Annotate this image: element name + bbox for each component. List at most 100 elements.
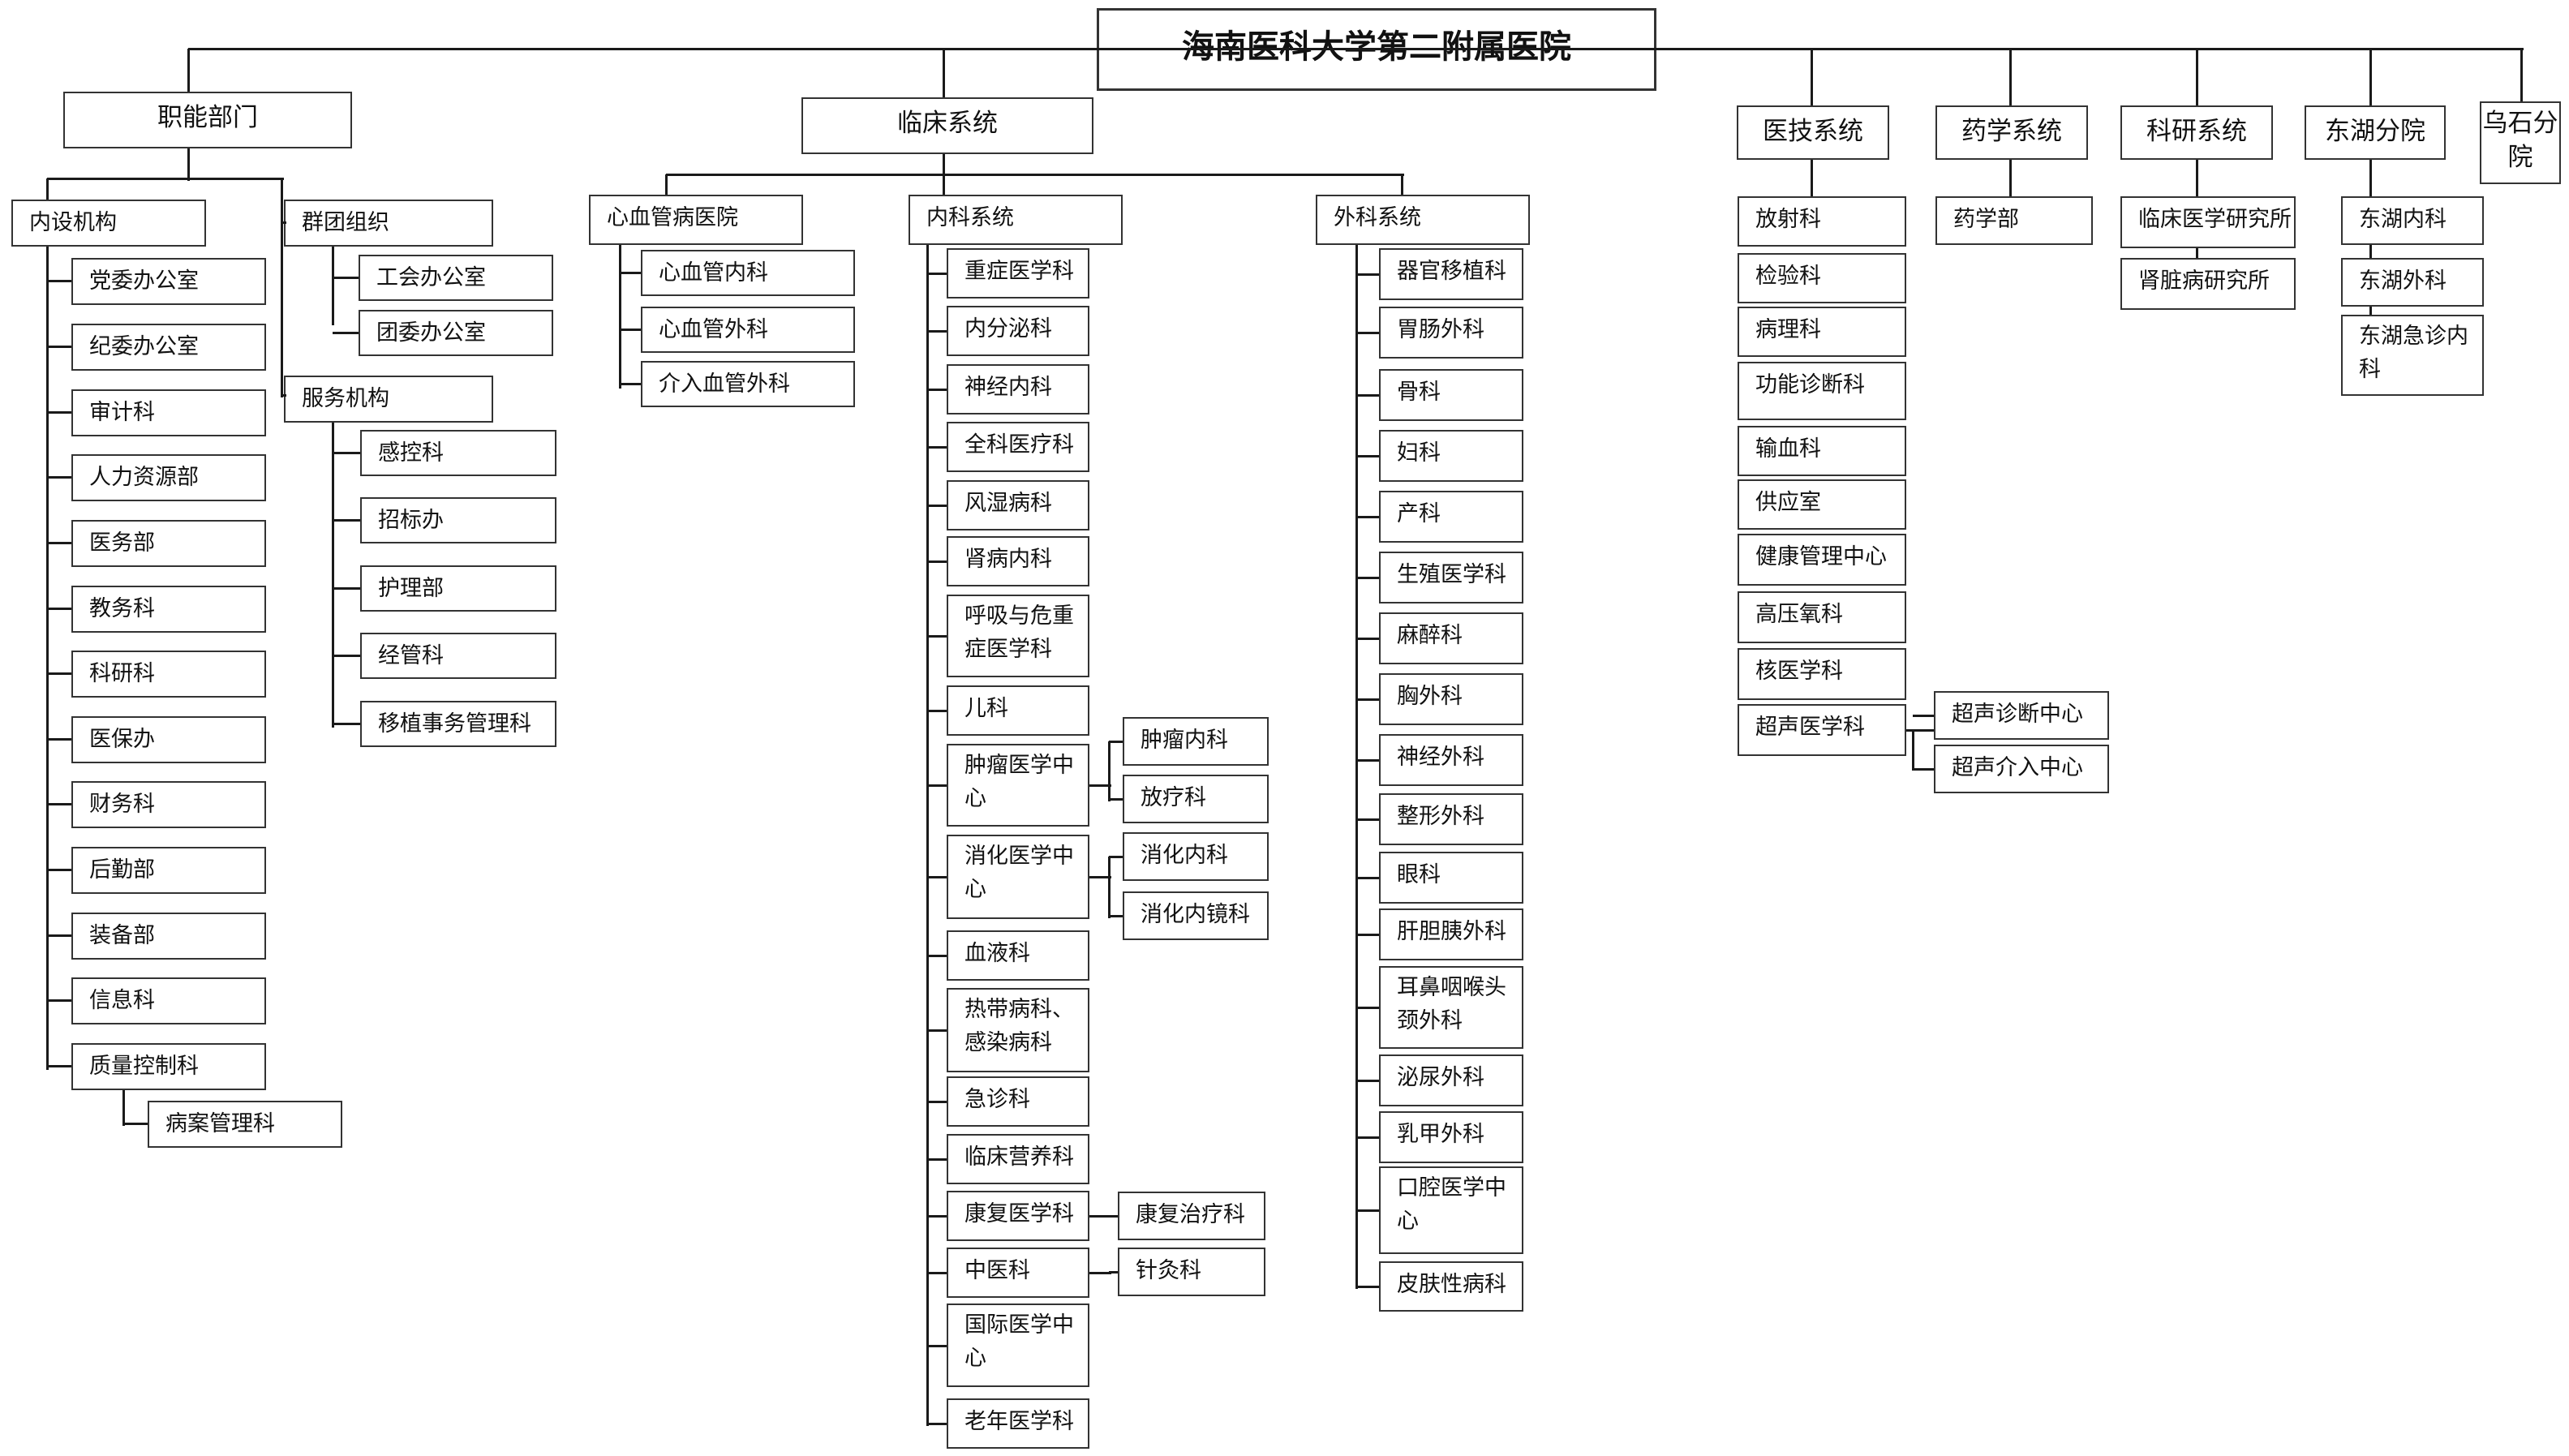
connector-line — [2369, 49, 2372, 108]
dept-information: 信息科 — [71, 977, 266, 1024]
connector-line — [281, 221, 286, 224]
connector-line — [1356, 759, 1381, 762]
dept-orthopedics: 骨科 — [1379, 369, 1523, 421]
connector-line — [943, 49, 945, 100]
connector-line — [1356, 1007, 1381, 1009]
connector-line — [333, 519, 363, 522]
connector-line — [47, 1065, 74, 1067]
connector-line — [1356, 638, 1381, 640]
dept-radiotherapy: 放疗科 — [1123, 775, 1269, 823]
connector-line — [47, 869, 74, 871]
connector-line — [927, 1029, 949, 1032]
connector-line — [1109, 915, 1125, 917]
dept-pharmacy: 药学部 — [1935, 196, 2093, 245]
connector-line — [620, 272, 643, 274]
connector-line — [2369, 160, 2372, 199]
branch-medical-technology: 医技系统 — [1737, 105, 1889, 160]
connector-line — [927, 446, 949, 449]
connector-line — [1356, 516, 1381, 518]
dept-tropical-infectious-disease: 热带病科、感染病科 — [947, 988, 1089, 1072]
dept-quality-control: 质量控制科 — [71, 1043, 266, 1090]
connector-line — [1089, 784, 1111, 787]
connector-line — [47, 803, 74, 805]
dept-geriatrics: 老年医学科 — [947, 1398, 1089, 1449]
dept-donghu-emergency-internal: 东湖急诊内科 — [2341, 315, 2484, 396]
connector-line — [2520, 49, 2523, 104]
connector-line — [1109, 741, 1125, 743]
connector-line — [47, 178, 284, 180]
center-gastroenterology: 消化医学中心 — [947, 835, 1089, 919]
dept-medical-affairs: 医务部 — [71, 520, 266, 567]
connector-line — [927, 784, 949, 787]
connector-line — [1356, 698, 1381, 701]
connector-line — [1356, 934, 1381, 936]
dept-cardiac-surgery: 心血管外科 — [641, 307, 855, 353]
connector-line — [1811, 49, 1813, 108]
dept-equipment: 装备部 — [71, 913, 266, 960]
branch-donghu-branch: 东湖分院 — [2305, 105, 2446, 160]
dept-education: 教务科 — [71, 586, 266, 633]
connector-line — [2009, 49, 2012, 108]
connector-line — [2196, 248, 2198, 260]
dept-business-management: 经管科 — [360, 633, 556, 679]
connector-line — [927, 876, 949, 878]
connector-line — [47, 280, 74, 282]
connector-line — [332, 423, 334, 728]
connector-line — [47, 411, 74, 414]
center-stomatology: 口腔医学中心 — [1379, 1166, 1523, 1254]
connector-line — [187, 49, 190, 94]
center-ultrasound-intervention: 超声介入中心 — [1934, 745, 2109, 793]
dept-rehab-therapy: 康复治疗科 — [1118, 1192, 1265, 1240]
dept-neurology: 神经内科 — [947, 364, 1089, 414]
connector-line — [47, 738, 74, 741]
connector-line — [1109, 1271, 1120, 1273]
branch-functional-departments: 职能部门 — [63, 92, 352, 148]
dept-endocrinology: 内分泌科 — [947, 306, 1089, 356]
dept-radiology: 放射科 — [1738, 196, 1906, 247]
connector-line — [1356, 332, 1381, 334]
connector-line — [927, 1272, 949, 1274]
dept-respiratory-critical-care: 呼吸与危重症医学科 — [947, 595, 1089, 677]
connector-line — [1108, 741, 1111, 801]
connector-line — [620, 383, 643, 385]
dept-audit: 审计科 — [71, 389, 266, 436]
connector-line — [1356, 1136, 1381, 1139]
connector-line — [333, 452, 363, 454]
connector-line — [47, 542, 74, 544]
connector-line — [620, 329, 643, 331]
dept-nuclear-medicine: 核医学科 — [1738, 648, 1906, 700]
dept-thoracic-surgery: 胸外科 — [1379, 673, 1523, 725]
dept-pediatrics: 儿科 — [947, 685, 1089, 736]
dept-rheumatology: 风湿病科 — [947, 480, 1089, 530]
connector-line — [927, 330, 949, 333]
connector-line — [333, 587, 363, 590]
office-labor-union: 工会办公室 — [359, 255, 553, 301]
center-health-management: 健康管理中心 — [1738, 534, 1906, 586]
connector-line — [619, 245, 621, 389]
dept-digestive-endoscopy: 消化内镜科 — [1123, 891, 1269, 940]
dept-finance: 财务科 — [71, 781, 266, 828]
dept-hepatobiliary-pancreatic-surgery: 肝胆胰外科 — [1379, 908, 1523, 960]
group-internal-medicine: 内科系统 — [909, 195, 1123, 245]
branch-pharmacy-system: 药学系统 — [1935, 105, 2088, 160]
group-mass-organizations: 群团组织 — [284, 200, 493, 247]
dept-gastrointestinal-surgery: 胃肠外科 — [1379, 307, 1523, 359]
connector-line — [927, 710, 949, 712]
dept-acupuncture: 针灸科 — [1118, 1248, 1265, 1296]
connector-line — [927, 1158, 949, 1161]
connector-line — [1356, 1209, 1381, 1212]
dept-obstetrics: 产科 — [1379, 491, 1523, 543]
dept-reproductive-medicine: 生殖医学科 — [1379, 552, 1523, 603]
dept-nephrology: 肾病内科 — [947, 536, 1089, 586]
dept-laboratory: 检验科 — [1738, 253, 1906, 303]
connector-line — [665, 174, 668, 197]
connector-line — [333, 277, 361, 279]
connector-line — [927, 1215, 949, 1218]
connector-line — [1356, 1286, 1381, 1288]
dept-donghu-surgery: 东湖外科 — [2341, 258, 2484, 307]
group-cardiovascular-hospital: 心血管病医院 — [589, 195, 803, 245]
connector-line — [2196, 160, 2198, 199]
connector-line — [188, 48, 2524, 50]
dept-gastroenterology: 消化内科 — [1123, 832, 1269, 881]
